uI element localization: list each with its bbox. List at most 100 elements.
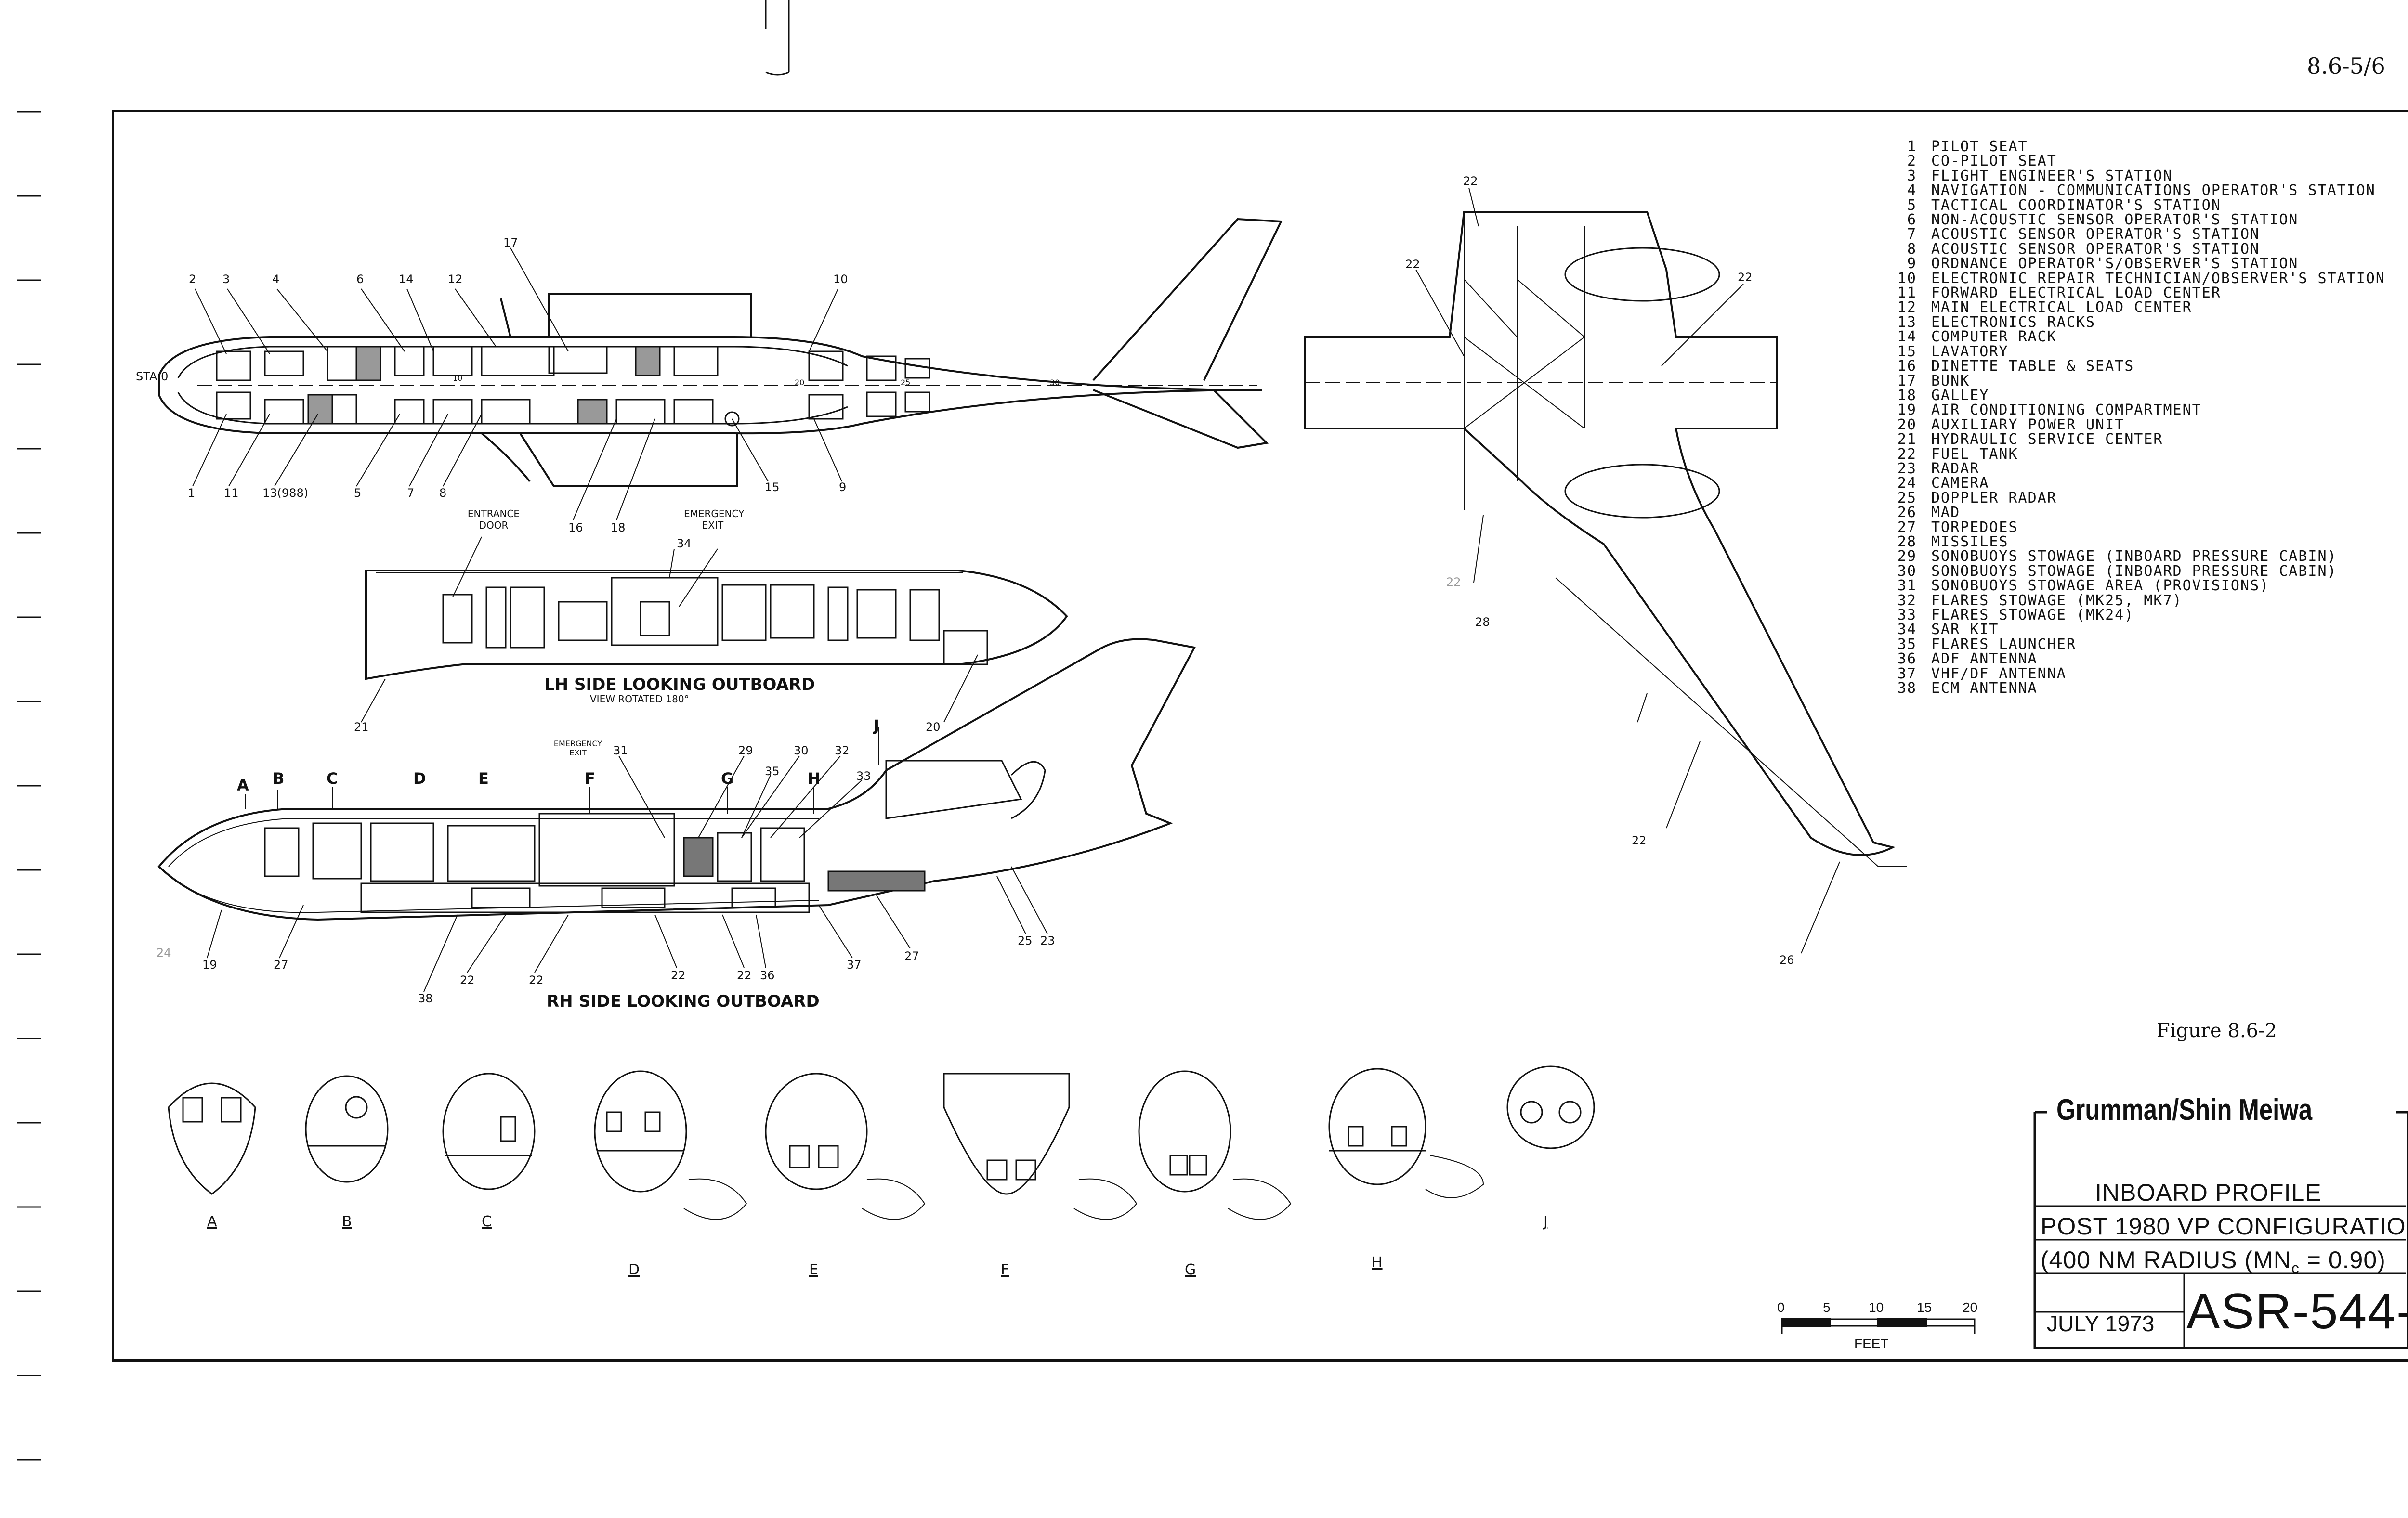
legend-number: 5	[1907, 196, 1917, 214]
legend-label: AUXILIARY POWER UNIT	[1931, 416, 2125, 433]
legend-number: 12	[1897, 299, 1917, 316]
plan-callout-28: 28	[1475, 615, 1490, 629]
callout-17: 17	[503, 236, 518, 249]
legend-number: 23	[1897, 460, 1917, 477]
figure-label: Figure 8.6-2	[2157, 1020, 2277, 1042]
legend-number: 18	[1897, 387, 1917, 404]
legend-label: MAIN ELECTRICAL LOAD CENTER	[1931, 299, 2192, 316]
title-line-3-sub: c	[2291, 1259, 2300, 1277]
callout-10: 10	[833, 272, 848, 286]
legend-number: 8	[1907, 240, 1917, 258]
callout-6: 6	[356, 272, 364, 286]
title-line-2: POST 1980 VP CONFIGURATION	[2041, 1213, 2408, 1240]
legend-number: 19	[1897, 402, 1917, 419]
callout-3: 3	[222, 272, 230, 286]
legend-number: 4	[1907, 182, 1917, 199]
legend-number: 33	[1897, 607, 1917, 623]
legend-label: VHF/DF ANTENNA	[1931, 665, 2067, 682]
station-b: B	[273, 769, 285, 788]
callout-22a: 22	[460, 973, 475, 987]
legend-label: FLARES STOWAGE (MK24)	[1931, 607, 2134, 623]
legend-label: FLARES STOWAGE (MK25, MK7)	[1931, 592, 2183, 609]
callout-7: 7	[407, 486, 415, 500]
callout-38: 38	[418, 992, 433, 1005]
plan-callout-22d: 22	[1446, 575, 1461, 589]
legend-label: ELECTRONIC REPAIR TECHNICIAN/OBSERVER'S …	[1931, 270, 2385, 287]
legend-label: CAMERA	[1931, 475, 1989, 492]
legend-number: 7	[1907, 226, 1917, 243]
lh-view-subcaption: VIEW ROTATED 180°	[590, 693, 689, 705]
callout-23: 23	[1040, 934, 1055, 947]
station-c: C	[327, 769, 338, 788]
legend-number: 13	[1897, 313, 1917, 331]
legend-number: 26	[1897, 504, 1917, 521]
callout-18: 18	[611, 521, 626, 534]
legend-label: BUNK	[1931, 372, 1970, 389]
callout-30: 30	[794, 744, 809, 757]
sta-label: STA 0	[136, 370, 169, 383]
legend-number: 31	[1897, 577, 1917, 595]
callout-9: 9	[839, 480, 847, 494]
station-j: J	[874, 716, 879, 735]
emergency-exit-label: EMERGENCY EXIT	[684, 508, 745, 531]
plan-callout-22e: 22	[1632, 834, 1647, 847]
title-line-3-end: = 0.90)	[2299, 1246, 2386, 1273]
legend-label: NON-ACOUSTIC SENSOR OPERATOR'S STATION	[1931, 211, 2299, 229]
legend-number: 27	[1897, 519, 1917, 536]
scale-tick-0: 0	[1777, 1300, 1785, 1315]
legend-label: FUEL TANK	[1931, 445, 2018, 463]
legend-label: TACTICAL COORDINATOR'S STATION	[1931, 196, 2221, 214]
section-d: D	[628, 1261, 640, 1278]
scale-bar	[1781, 1318, 1976, 1334]
section-j: J	[1544, 1213, 1548, 1230]
callout-24: 24	[157, 946, 171, 960]
rh-side-view	[157, 638, 1196, 992]
legend-item: 6 NON-ACOUSTIC SENSOR OPERATOR'S STATION	[1893, 211, 2385, 229]
legend-number: 35	[1897, 636, 1917, 653]
plan-callout-22b: 22	[1405, 258, 1420, 271]
legend-label: FLIGHT ENGINEER'S STATION	[1931, 167, 2173, 184]
callout-33: 33	[856, 769, 871, 783]
legend-number: 34	[1897, 621, 1917, 638]
legend-label: COMPUTER RACK	[1931, 328, 2057, 346]
drawing-date: JULY 1973	[2047, 1311, 2155, 1336]
legend-number: 1	[1907, 138, 1917, 155]
legend-number: 9	[1907, 255, 1917, 272]
top-cabin-view	[158, 218, 1283, 520]
callout-15: 15	[765, 480, 780, 494]
title-line-1: INBOARD PROFILE	[2095, 1179, 2322, 1206]
callout-14: 14	[399, 272, 414, 286]
legend-label: MISSILES	[1931, 533, 2009, 550]
inner-number-20: 20	[795, 378, 805, 387]
legend-label: SONOBUOYS STOWAGE (INBOARD PRESSURE CABI…	[1931, 548, 2337, 565]
callout-20: 20	[926, 720, 941, 734]
legend-item: 33 FLARES STOWAGE (MK24)	[1893, 608, 2385, 623]
legend-label: MAD	[1931, 504, 1961, 521]
station-d: D	[413, 769, 426, 788]
legend-number: 36	[1897, 650, 1917, 668]
inner-number-25: 25	[901, 378, 911, 387]
legend-number: 22	[1897, 445, 1917, 463]
binding-marks	[17, 111, 41, 1461]
rh-emergency-exit-label: EMERGENCY EXIT	[553, 739, 602, 757]
legend-label: LAVATORY	[1931, 343, 2009, 360]
entrance-door-label: ENTRANCE DOOR	[467, 508, 520, 531]
legend-label: PILOT SEAT	[1931, 138, 2028, 155]
legend-number: 6	[1907, 211, 1917, 229]
callout-34: 34	[677, 537, 692, 550]
